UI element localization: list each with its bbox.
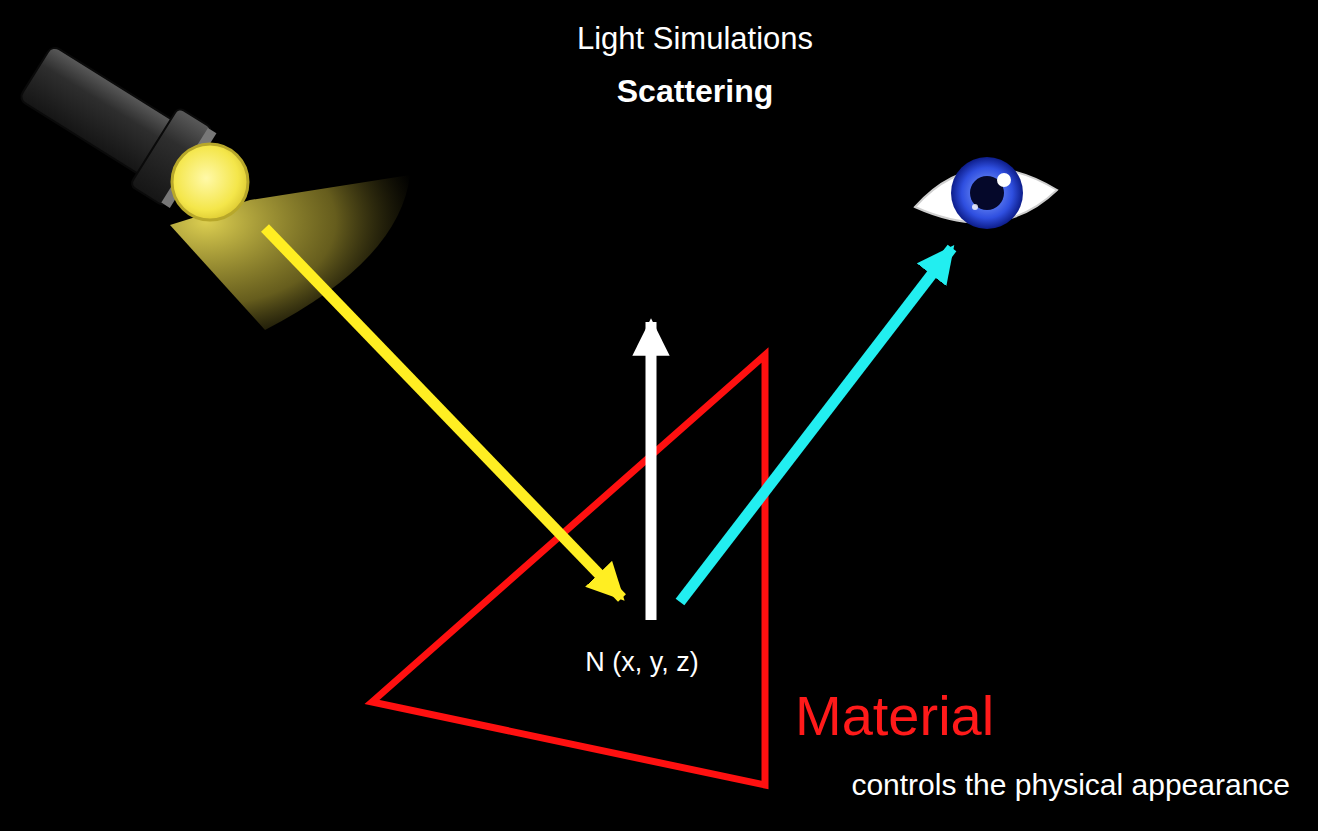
slide-subtitle: Scattering <box>617 74 773 109</box>
material-note: controls the physical appearance <box>851 768 1290 801</box>
slide-title: Light Simulations <box>577 22 813 56</box>
eye <box>915 157 1057 229</box>
normal-vector <box>646 322 657 620</box>
material-heading: Material <box>795 685 994 747</box>
normal-label: N (x, y, z) <box>585 648 698 678</box>
flashlight-lens <box>172 144 248 220</box>
scattered-ray <box>680 248 952 602</box>
incident-ray <box>265 228 622 598</box>
